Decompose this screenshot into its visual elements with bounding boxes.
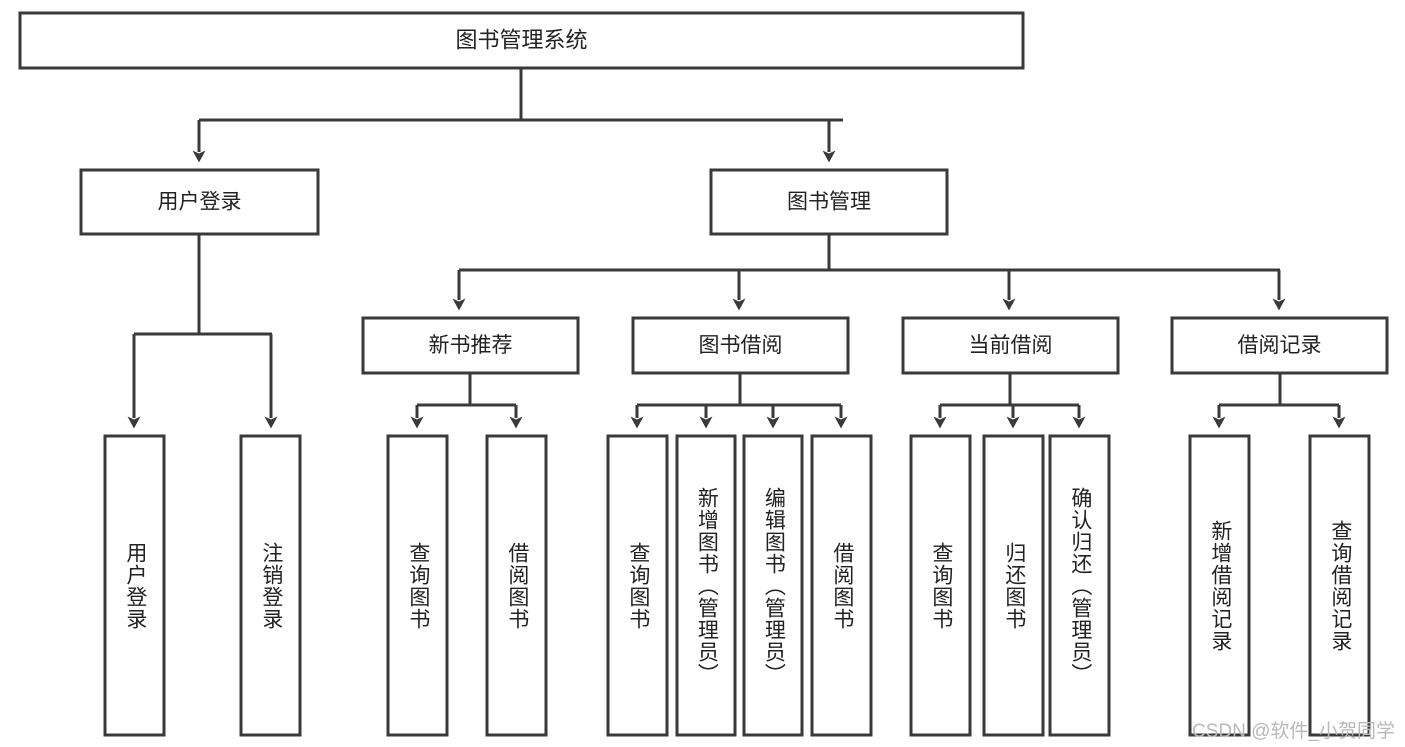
node-level2-label-1: 图书借阅	[699, 334, 783, 357]
node-level2-box-2[interactable]	[901, 316, 1120, 375]
connector-new-book-to-leaves	[410, 373, 523, 429]
connector-current-borrow-to-leaves	[933, 373, 1086, 429]
node-level1-label-0: 用户登录	[158, 191, 242, 214]
connector-root-to-level1	[192, 68, 843, 163]
node-leaf-box-7[interactable]	[810, 434, 873, 737]
connector-borrow-to-leaves	[630, 373, 848, 429]
node-level2-label-3: 借阅记录	[1238, 334, 1322, 357]
node-level2-box-3[interactable]	[1170, 316, 1389, 375]
node-level2-label-0: 新书推荐	[429, 334, 513, 357]
node-leaf-box-0[interactable]	[103, 434, 166, 737]
node-level2-label-2: 当前借阅	[969, 334, 1053, 357]
node-level1-box-0[interactable]	[79, 168, 320, 236]
node-leaf-box-9[interactable]	[982, 434, 1045, 737]
node-leaf-box-6[interactable]	[742, 434, 804, 737]
node-leaf-box-12[interactable]	[1308, 434, 1371, 737]
connector-borrow-record-to-leaves	[1212, 373, 1346, 429]
node-level2-box-0[interactable]	[361, 316, 580, 375]
node-level2-box-1[interactable]	[631, 316, 850, 375]
node-leaf-box-2[interactable]	[386, 434, 449, 737]
node-leaf-box-8[interactable]	[909, 434, 972, 737]
node-leaf-box-10[interactable]	[1048, 434, 1111, 737]
node-leaf-box-4[interactable]	[606, 434, 669, 737]
connector-user-login-to-leaves	[127, 234, 278, 429]
node-level1-label-1: 图书管理	[787, 191, 871, 214]
connector-book-manage-to-level2	[452, 234, 1286, 311]
node-root-box[interactable]	[18, 11, 1025, 70]
watermark-text: CSDN @软件_小贺同学	[1192, 721, 1395, 742]
node-leaf-box-1[interactable]	[239, 434, 302, 737]
node-root-label: 图书管理系统	[455, 27, 587, 52]
node-leaf-box-11[interactable]	[1188, 434, 1251, 737]
node-leaf-box-3[interactable]	[485, 434, 548, 737]
node-level1-box-1[interactable]	[709, 168, 949, 236]
node-leaf-box-5[interactable]	[675, 434, 737, 737]
